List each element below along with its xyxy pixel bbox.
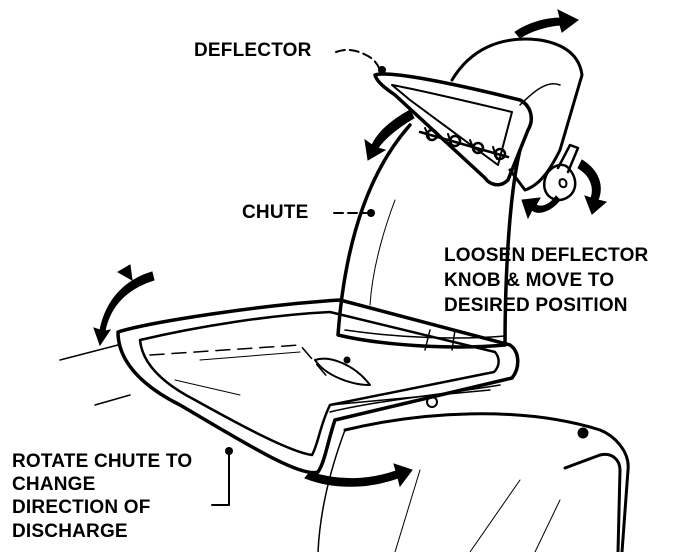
rotate-instruction-line-4: DISCHARGE (12, 521, 128, 542)
loosen-instruction-line-1: LOOSEN DEFLECTOR (444, 245, 649, 266)
chute-label: CHUTE (242, 202, 309, 223)
deflector-hinge (418, 127, 510, 161)
machine-housing (317, 412, 630, 552)
rotate-instruction-line-1: ROTATE CHUTE TO (12, 451, 193, 472)
motion-arrows (93, 9, 608, 488)
chute-body (336, 123, 522, 351)
deflector-hood (373, 37, 584, 192)
rotate-instruction-line-2: CHANGE (12, 474, 96, 495)
loosen-instruction-line-3: DESIRED POSITION (444, 295, 628, 316)
chute-base-ring (59, 298, 520, 475)
loosen-instruction-line-2: KNOB & MOVE TO (444, 270, 615, 291)
rotate-instruction-line-3: DIRECTION OF (12, 497, 151, 518)
deflector-label: DEFLECTOR (194, 40, 312, 61)
dots (225, 66, 386, 455)
deflector-knob (543, 143, 580, 202)
